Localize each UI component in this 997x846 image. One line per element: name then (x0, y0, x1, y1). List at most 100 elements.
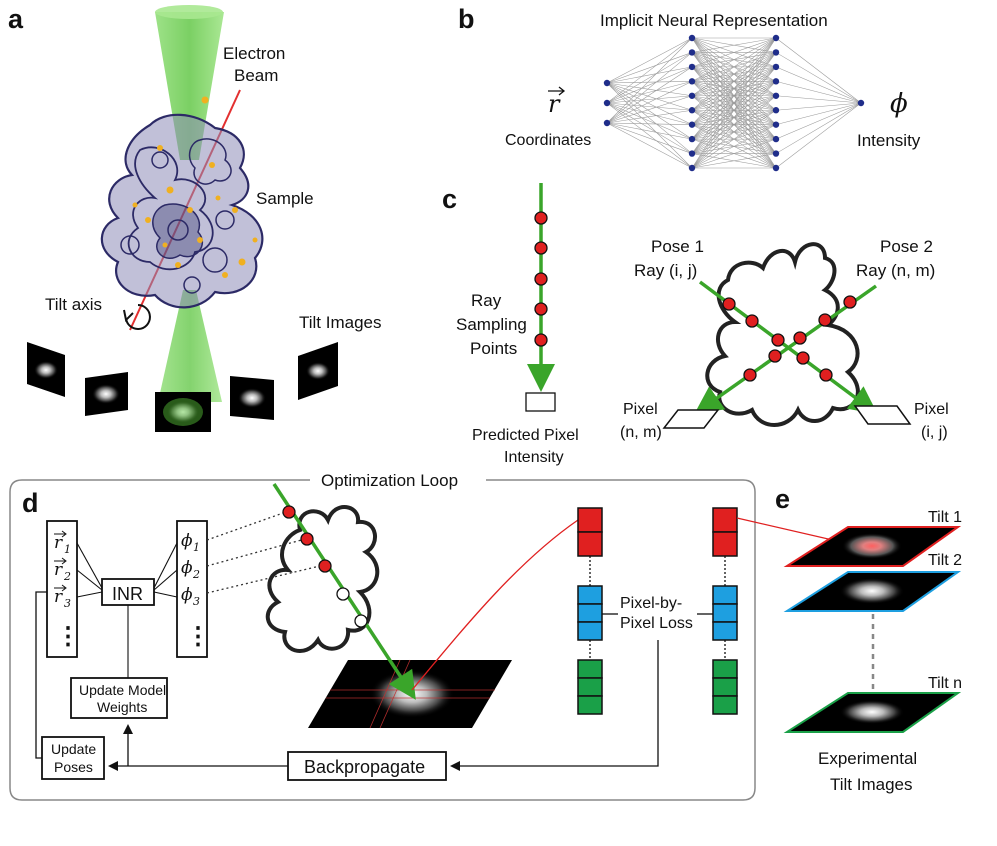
network-node (688, 107, 696, 114)
optimization-loop-frame (9, 479, 756, 801)
network-edge (775, 102, 862, 140)
network-edge (606, 122, 693, 125)
inr-title: Implicit Neural Representation (600, 11, 828, 30)
rotation-icon (125, 304, 151, 330)
tilt-2-label: Tilt 2 (928, 552, 962, 569)
network-edge (606, 109, 693, 124)
network-node (603, 79, 611, 87)
inr-label: INR (112, 584, 143, 604)
caption-line-2: Tilt Images (830, 775, 913, 794)
network-nodes (603, 34, 865, 172)
network-node (772, 150, 780, 157)
backpropagate-label: Backpropagate (304, 757, 425, 777)
network-edge (691, 81, 777, 169)
network-edge (691, 37, 777, 97)
crossing-ray-points (722, 295, 857, 382)
network-node (772, 164, 780, 172)
network-edge (606, 52, 693, 124)
network-node (688, 150, 696, 157)
network-edge (691, 124, 777, 169)
output-phi1: ϕ (181, 531, 193, 551)
network-node (688, 63, 696, 71)
panel-label-b: b (458, 4, 475, 34)
loss-to-backprop-arrow (450, 640, 659, 771)
network-edge (691, 37, 777, 169)
network-edge (606, 37, 693, 124)
network-edge (606, 81, 693, 84)
network-node (603, 119, 611, 127)
ray-sampling-points (534, 211, 548, 347)
predicted-to-loss-curve (411, 519, 579, 691)
ray-label-1: Ray (471, 291, 502, 310)
predicted-label-2: Intensity (504, 449, 564, 466)
pixel-i-j-box (853, 405, 912, 425)
intensity-label: Intensity (857, 131, 921, 150)
network-node (772, 78, 780, 85)
panel-c: Ray Sampling Points Predicted Pixel Inte… (456, 183, 949, 466)
network-edge (606, 82, 693, 111)
pose2-ray-label: Ray (n, m) (856, 261, 935, 280)
network-node (772, 121, 780, 128)
network-edge (691, 37, 777, 53)
network-edge (775, 102, 862, 125)
input-r2: r (54, 560, 63, 580)
electron-beam-upper (155, 12, 224, 160)
predicted-pixel-stack (577, 507, 603, 715)
output-ellipsis: ⋮ (186, 623, 210, 650)
input-r3-sub: 3 (64, 597, 71, 610)
network-node (688, 135, 696, 143)
input-r1: r (54, 533, 63, 553)
network-edge (691, 109, 777, 169)
network-edge (691, 95, 777, 169)
update-poses-label-2: Poses (54, 759, 93, 775)
output-phi3-sub: 3 (193, 595, 200, 608)
tilt-axis-label: Tilt axis (45, 295, 102, 314)
network-node (772, 135, 780, 143)
output-phi2-sub: 2 (192, 568, 200, 581)
pose1-ray-label: Ray (i, j) (634, 261, 697, 280)
network-node (772, 34, 780, 42)
network-node (688, 78, 696, 85)
network-edge (775, 81, 862, 104)
pose2-label: Pose 2 (880, 237, 933, 256)
sample-volume (100, 96, 264, 309)
panel-b: Implicit Neural Representation r Coordin… (505, 11, 921, 172)
panel-d: Optimization Loop r 1 r 2 r 3 ⋮ INR ϕ 1 … (9, 471, 756, 801)
network-edge (691, 37, 777, 140)
network-edge (606, 122, 693, 140)
input-r3: r (54, 587, 63, 607)
network-edge (606, 37, 693, 104)
ray-label-3: Points (470, 339, 517, 358)
pixel-left-coords: (n, m) (620, 424, 662, 441)
input-coords-column (46, 520, 78, 658)
output-intensity-column (176, 520, 208, 658)
network-edge (606, 82, 693, 125)
network-edge (606, 66, 693, 124)
network-edge (691, 66, 777, 169)
electron-label-1: Electron (223, 44, 285, 63)
network-node (688, 121, 696, 128)
network-edge (775, 95, 862, 104)
network-node (772, 49, 780, 56)
poses-feedback-line (35, 591, 47, 759)
network-edge (775, 102, 862, 169)
network-edge (775, 102, 862, 154)
network-edge (775, 37, 862, 104)
predicted-label-1: Predicted Pixel (472, 427, 579, 444)
network-node (688, 164, 696, 172)
output-phi2: ϕ (181, 558, 193, 578)
network-edge (691, 37, 777, 111)
phi-symbol: ϕ (890, 89, 908, 119)
pose1-label: Pose 1 (651, 237, 704, 256)
network-edge (606, 122, 693, 169)
network-edge (691, 153, 777, 169)
network-node (772, 92, 780, 99)
panel-label-c: c (442, 184, 457, 214)
output-phi3: ϕ (181, 585, 193, 605)
tilt-1-label: Tilt 1 (928, 509, 962, 526)
panel-label-d: d (22, 488, 39, 518)
network-edge (606, 52, 693, 84)
pixel-right-coords: (i, j) (921, 424, 948, 441)
network-edge (775, 66, 862, 104)
